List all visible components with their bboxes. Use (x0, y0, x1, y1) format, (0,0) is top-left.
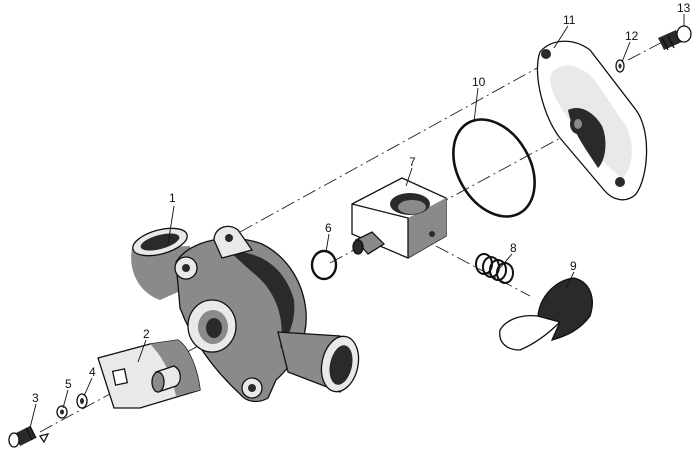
callout-7: 7 (409, 155, 416, 169)
callout-12: 12 (625, 29, 639, 43)
thermostat-element (499, 277, 593, 351)
spring (475, 253, 514, 284)
part-callouts: 1 2 3 4 5 6 7 8 9 10 11 12 13 (32, 1, 691, 405)
pump-housing (131, 225, 360, 403)
callout-4: 4 (89, 365, 96, 379)
leader-lines (29, 14, 685, 429)
callout-5: 5 (65, 377, 72, 391)
callout-9: 9 (570, 259, 577, 273)
cover-plate (97, 339, 201, 409)
callout-10: 10 (472, 75, 486, 89)
washer-5 (56, 405, 68, 419)
screw-rear (658, 25, 692, 51)
callout-2: 2 (143, 327, 150, 341)
valve-body (351, 177, 447, 259)
housing-cover (536, 40, 648, 201)
callout-1: 1 (169, 191, 176, 205)
screw-front (8, 425, 50, 448)
o-ring-large (452, 118, 536, 218)
callout-6: 6 (325, 221, 332, 235)
callout-3: 3 (32, 391, 39, 405)
callout-13: 13 (677, 1, 691, 15)
washer-12 (615, 59, 625, 73)
callout-11: 11 (563, 13, 576, 27)
callout-8: 8 (510, 241, 517, 255)
washer-4 (76, 393, 88, 409)
o-ring-small (310, 249, 338, 281)
